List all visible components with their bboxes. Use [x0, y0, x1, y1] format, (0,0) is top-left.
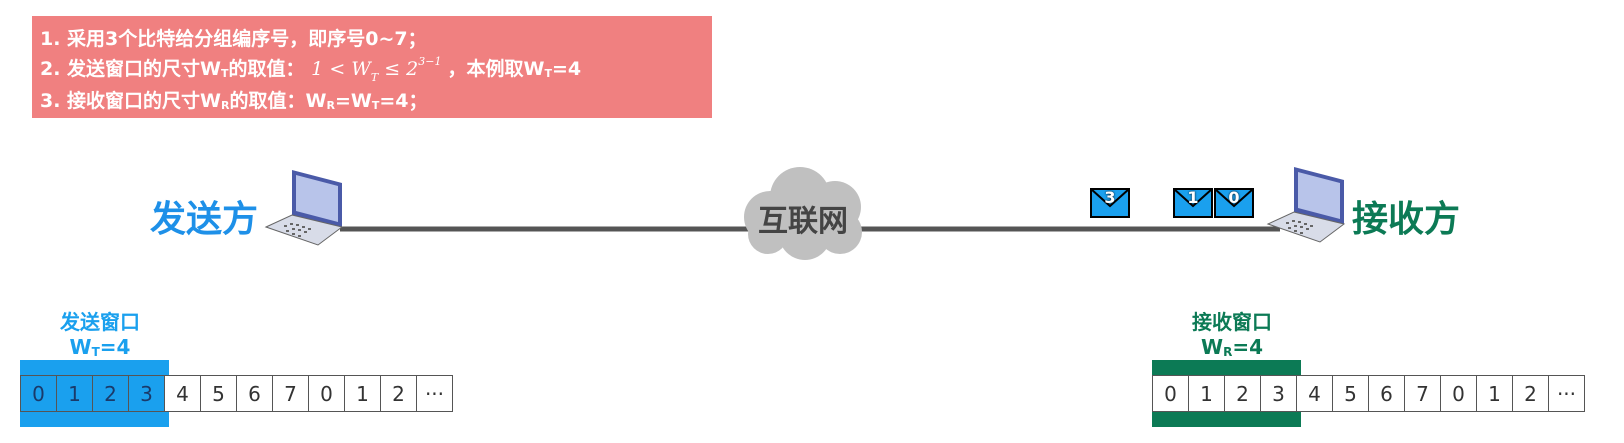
packet-number: 3 — [1104, 188, 1116, 207]
sequence-cell: 7 — [272, 375, 309, 412]
rule-line-3: 3. 接收窗口的尺寸WR的取值：WR=WT=4； — [40, 86, 428, 113]
rule-3-sub2: R — [326, 99, 335, 112]
formula-lt: < — [329, 58, 346, 80]
receiver-laptop-icon — [1266, 167, 1346, 243]
sequence-cell: 0 — [308, 375, 345, 412]
rule-line-2: 2. 发送窗口的尺寸WT的取值： 1 < WT ≤ 23−1 ，本例取WT=4 — [40, 54, 581, 84]
rule-2-suffix: ，本例取W — [447, 58, 545, 80]
sequence-cell: 1 — [344, 375, 381, 412]
formula-var-sub: T — [370, 71, 379, 84]
sequence-cell: 4 — [164, 375, 201, 412]
rule-3-sub: R — [221, 99, 230, 112]
envelope-icon — [1214, 188, 1254, 218]
rule-line-1: 1. 采用3个比特给分组编序号，即序号0~7； — [40, 24, 427, 51]
sequence-cell: 2 — [1512, 375, 1549, 412]
rule-3-eq: =W — [334, 90, 372, 112]
rule-2-prefix: 2. 发送窗口的尺寸W — [40, 58, 222, 80]
sequence-cell: 2 — [1224, 375, 1261, 412]
sequence-cell: 1 — [1476, 375, 1513, 412]
recv-size-suffix: =4 — [1232, 335, 1263, 359]
packet-number: 1 — [1187, 188, 1199, 207]
sequence-cell: ··· — [1548, 375, 1585, 412]
sequence-cell: 4 — [1296, 375, 1333, 412]
send-window-title: 发送窗口 WT=4 — [20, 306, 180, 359]
envelope-icon — [1090, 188, 1130, 218]
sequence-cell: 0 — [20, 375, 57, 412]
send-size-sub: T — [91, 345, 100, 359]
sequence-cell: 5 — [200, 375, 237, 412]
rules-box: 1. 采用3个比特给分组编序号，即序号0~7； 2. 发送窗口的尺寸WT的取值：… — [32, 16, 712, 118]
packet-envelope-1: 1 — [1173, 188, 1213, 218]
sequence-cell: 6 — [236, 375, 273, 412]
formula-exp: 3−1 — [418, 55, 442, 68]
rule-2-sub2: T — [544, 67, 553, 80]
recv-size-sub: R — [1223, 345, 1233, 359]
network-label: 互联网 — [758, 204, 848, 239]
rule-1-text: 1. 采用3个比特给分组编序号，即序号0~7； — [40, 28, 427, 50]
rule-3-prefix: 3. 接收窗口的尺寸W — [40, 90, 222, 112]
sequence-cell: 7 — [1404, 375, 1441, 412]
formula-left: 1 — [311, 58, 324, 80]
sequence-cell: 2 — [92, 375, 129, 412]
recv-window-size: WR=4 — [1152, 335, 1312, 359]
sequence-cell: ··· — [416, 375, 453, 412]
sequence-cell: 2 — [380, 375, 417, 412]
sender-label: 发送方 — [150, 199, 259, 240]
rule-3-sub3: T — [371, 99, 380, 112]
sender-laptop-icon — [264, 170, 344, 246]
send-window-title-text: 发送窗口 — [60, 310, 140, 334]
rule-2-formula: 1 < WT ≤ 23−1 — [311, 55, 447, 84]
rule-2-mid: 的取值： — [228, 58, 305, 80]
envelope-icon — [1173, 188, 1213, 218]
send-size-prefix: W — [69, 335, 92, 359]
sequence-cell: 6 — [1368, 375, 1405, 412]
formula-var: W — [351, 58, 371, 80]
rule-3-mid: 的取值：W — [229, 90, 327, 112]
sequence-cell: 5 — [1332, 375, 1369, 412]
sequence-cell: 3 — [128, 375, 165, 412]
rule-2-end: =4 — [552, 58, 582, 80]
recv-size-prefix: W — [1201, 335, 1224, 359]
rule-3-end: =4； — [379, 90, 428, 112]
receiver-label: 接收方 — [1352, 199, 1461, 240]
packet-number: 0 — [1228, 188, 1240, 207]
formula-base: 2 — [406, 58, 419, 80]
internet-cloud-icon — [744, 167, 862, 260]
sequence-cell: 1 — [56, 375, 93, 412]
recv-window-title-text: 接收窗口 — [1192, 310, 1272, 334]
packet-envelope-0: 0 — [1214, 188, 1254, 218]
sequence-cell: 3 — [1260, 375, 1297, 412]
sequence-cell: 0 — [1152, 375, 1189, 412]
packet-envelope-3: 3 — [1090, 188, 1130, 218]
recv-window-title: 接收窗口 WR=4 — [1152, 306, 1312, 359]
sequence-cell: 0 — [1440, 375, 1477, 412]
formula-le: ≤ — [384, 58, 401, 80]
send-window-size: WT=4 — [20, 335, 180, 359]
rule-2-sub: T — [221, 67, 229, 80]
send-size-suffix: =4 — [99, 335, 131, 359]
sequence-cell: 1 — [1188, 375, 1225, 412]
